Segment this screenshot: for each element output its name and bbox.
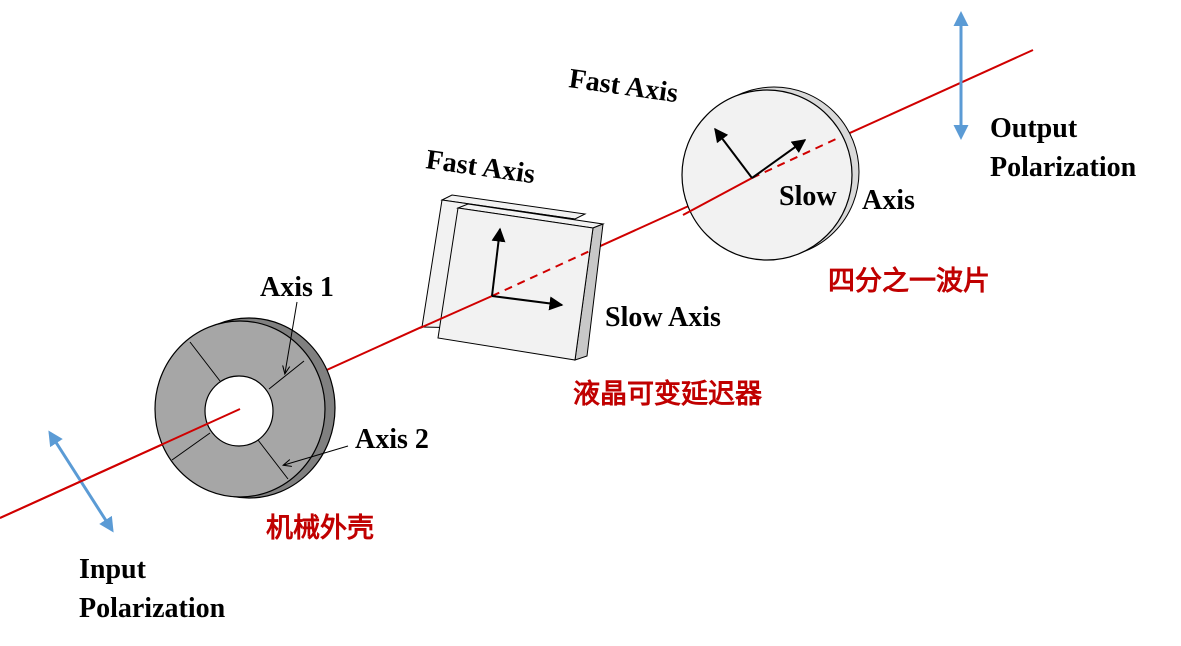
axis2-pointer [284, 445, 349, 465]
mechanical-housing [154, 317, 336, 499]
lc-retarder-cn-label: 液晶可变延迟器 [573, 378, 763, 410]
qwp-cn-label: 四分之一波片 [828, 265, 990, 297]
qwp-slow-axis-label-2: Axis [862, 185, 915, 216]
lc-fast-axis-arrow [491, 227, 506, 297]
beam-lc-incoming [419, 295, 493, 329]
beam-qwp-incoming [682, 177, 753, 216]
beam-front-segment [0, 408, 241, 519]
qwp-slow-axis-label: Slow [779, 181, 837, 212]
quarter-wave-plate [681, 86, 860, 261]
lc-fast-axis-label: Fast Axis [424, 144, 537, 190]
lc-slow-axis-label: Slow Axis [605, 302, 721, 333]
lc-slow-axis-arrow [491, 295, 564, 311]
output-label-line2: Polarization [990, 152, 1137, 183]
axis2-label: Axis 2 [355, 424, 429, 455]
axis1-label: Axis 1 [260, 272, 334, 303]
housing-cn-label: 机械外壳 [266, 513, 374, 544]
axis1-pointer [285, 301, 298, 373]
beam-qwp-dashed [751, 138, 837, 179]
input-label-line1: Input [79, 554, 147, 585]
qwp-fast-axis-label: Fast Axis [567, 63, 680, 109]
output-label-line1: Output [990, 113, 1078, 144]
qwp-slow-axis-arrow [751, 139, 807, 179]
lc-variable-retarder [421, 194, 605, 361]
beam-lc-dashed [491, 249, 593, 297]
input-label-line2: Polarization [79, 593, 226, 624]
qwp-fast-axis-arrow [714, 127, 753, 179]
